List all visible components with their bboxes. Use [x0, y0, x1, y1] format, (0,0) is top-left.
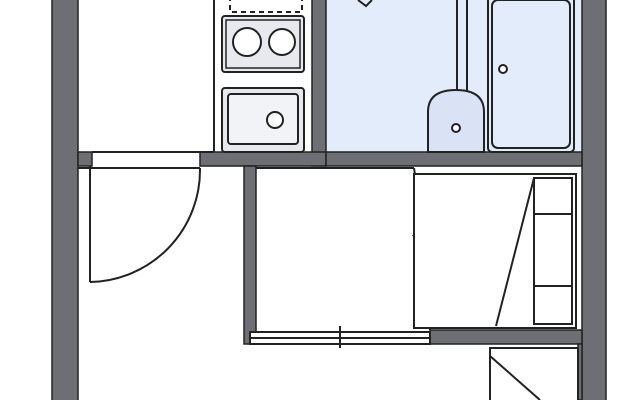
kitchen-sink: [221, 87, 305, 153]
bath-corner-mark: [357, 0, 373, 8]
two-burner-cooktop: [221, 15, 305, 73]
storage: [489, 347, 579, 400]
burner-left: [232, 27, 262, 57]
sink-drain: [266, 111, 284, 129]
closet-door: [249, 326, 431, 348]
wall-closet-bottom: [429, 329, 583, 345]
wall-left: [51, 0, 79, 400]
burner-right: [268, 28, 296, 56]
washbasin: [427, 88, 485, 153]
wall-horizontal-left: [77, 151, 93, 167]
wall-hall-closet: [243, 165, 257, 345]
wall-right: [581, 0, 607, 400]
shelf-ladder: [495, 177, 535, 327]
tub-drain: [498, 64, 508, 74]
entry-door: [78, 166, 202, 283]
wall-horizontal-mid: [199, 151, 327, 167]
wall-kitchen-bath: [311, 0, 327, 167]
wall-horizontal-right: [325, 151, 583, 167]
range-hood: [229, 0, 303, 13]
bathtub: [487, 0, 575, 153]
bunk-shelf: [413, 173, 577, 329]
toilet-pipe: [456, 0, 468, 95]
